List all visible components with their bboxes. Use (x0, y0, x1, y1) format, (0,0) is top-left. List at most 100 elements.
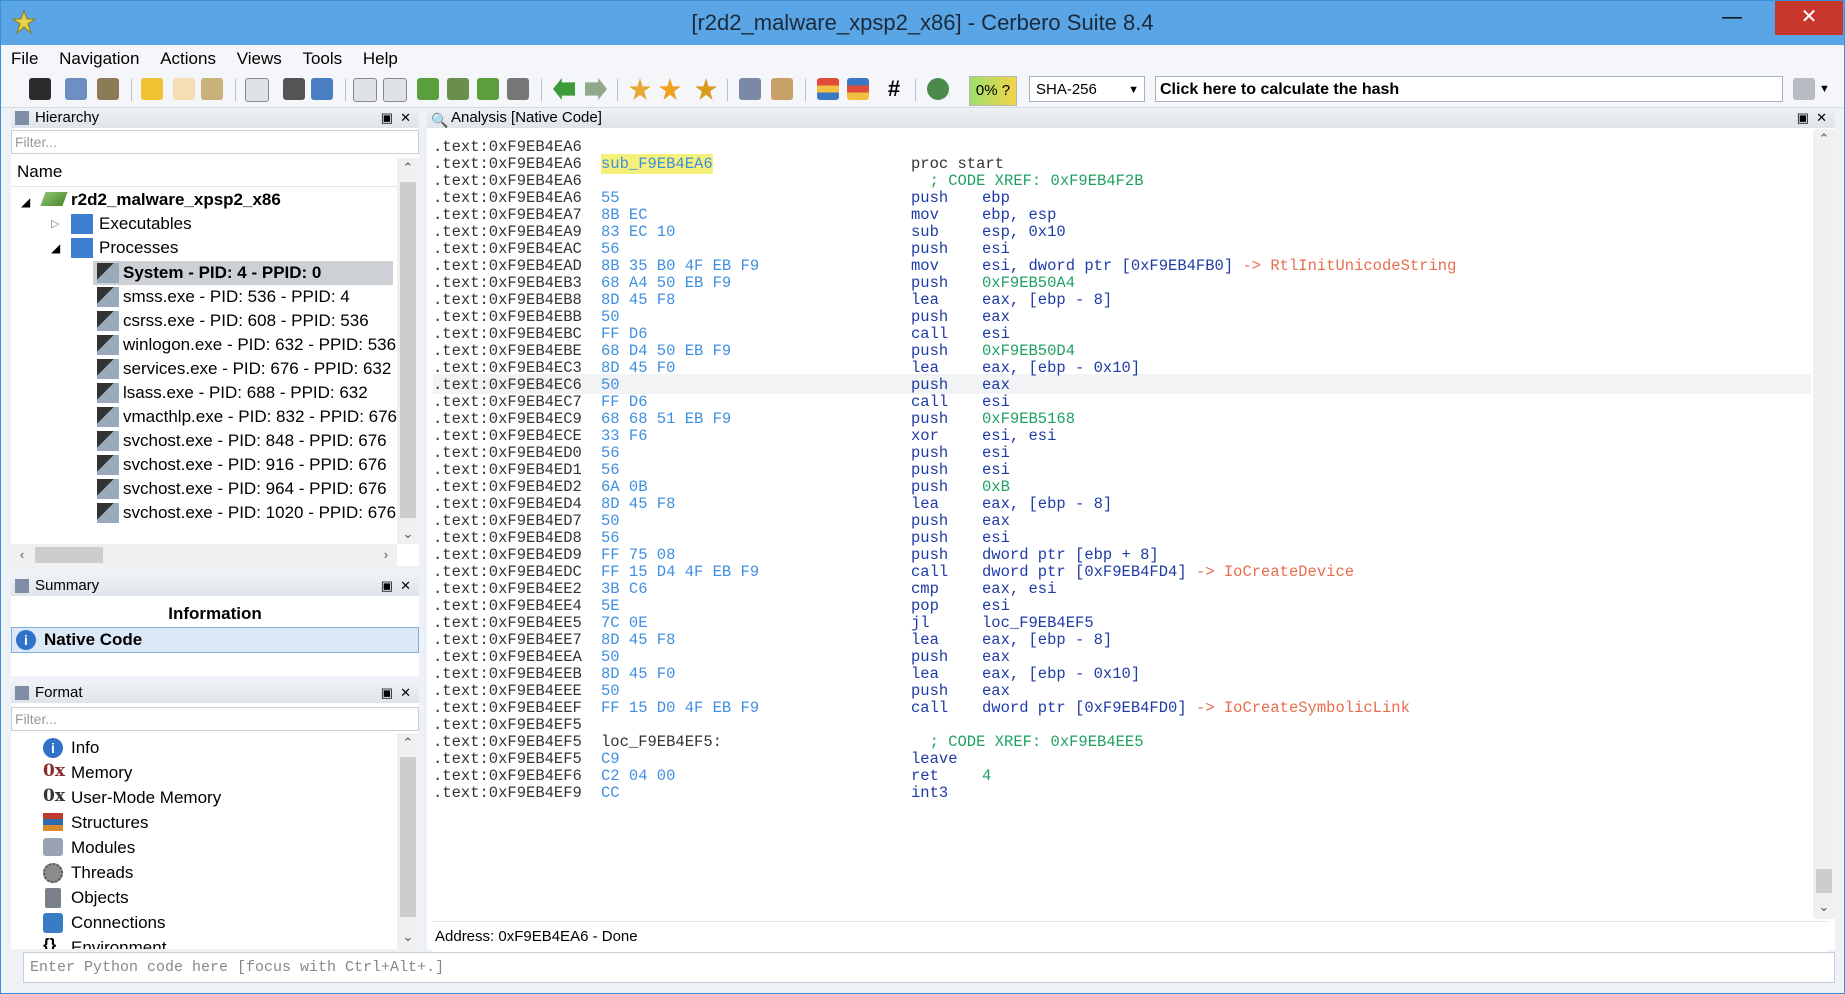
menu-help[interactable]: Help (362, 49, 398, 68)
scroll-up-icon[interactable]: ⌃ (402, 160, 414, 175)
hierarchy-horizontal-scrollbar[interactable]: ‹ › (11, 544, 397, 566)
tools-icon[interactable] (739, 78, 761, 100)
tree-remove-icon[interactable] (507, 78, 529, 100)
color-list-alt-icon[interactable] (847, 78, 869, 100)
open-project-icon[interactable] (65, 78, 87, 100)
close-panel-icon[interactable]: ✕ (400, 685, 411, 700)
menu-actions[interactable]: Actions (160, 49, 216, 68)
process-item[interactable]: svchost.exe - PID: 916 - PPID: 676 (123, 455, 387, 474)
color-list-icon[interactable] (817, 78, 839, 100)
scrollbar-thumb[interactable] (1816, 869, 1832, 893)
minimize-button[interactable]: — (1722, 6, 1742, 28)
scrollbar-thumb[interactable] (400, 757, 416, 917)
tree-item-processes[interactable]: Processes (99, 238, 179, 257)
bookmark-add-icon[interactable] (629, 78, 651, 100)
tree-item-executables[interactable]: Executables (99, 214, 192, 233)
format-item-memory[interactable]: Memory (71, 763, 133, 782)
format-item-connections[interactable]: Connections (71, 913, 166, 932)
window-icon[interactable] (245, 78, 269, 102)
scroll-up-icon[interactable]: ⌃ (1818, 131, 1830, 146)
disassembly-line[interactable]: .text:0xF9EB4EF5 (433, 715, 1803, 735)
save-project-icon[interactable] (97, 78, 119, 100)
tree-up-icon[interactable] (417, 78, 439, 100)
forward-arrow-icon[interactable] (585, 78, 607, 100)
panel-left-icon[interactable] (353, 78, 377, 102)
close-button[interactable]: ✕ (1775, 1, 1843, 35)
new-document-icon[interactable] (173, 78, 195, 100)
tree-root[interactable]: r2d2_malware_xpsp2_x86 (71, 190, 281, 209)
api-reference[interactable]: -> RtlInitUnicodeString (1233, 257, 1457, 275)
tree-search-icon[interactable] (447, 78, 469, 100)
menu-views[interactable]: Views (236, 49, 282, 68)
scrollbar-thumb[interactable] (35, 547, 103, 563)
format-vertical-scrollbar[interactable]: ⌃ ⌄ (397, 733, 419, 949)
disassembly-line[interactable]: .text:0xF9EB4EA6 ; CODE XREF: 0xF9EB4F2B (433, 171, 1803, 191)
hierarchy-filter-input[interactable]: Filter... (11, 130, 419, 154)
bookmark-icon[interactable] (659, 78, 681, 100)
save-icon[interactable] (29, 78, 51, 100)
process-item[interactable]: smss.exe - PID: 536 - PPID: 4 (123, 287, 350, 306)
menu-navigation[interactable]: Navigation (59, 49, 140, 68)
menu-file[interactable]: File (11, 49, 39, 68)
api-reference[interactable]: -> IoCreateDevice (1186, 563, 1355, 581)
name-column-header[interactable]: Name (11, 158, 419, 187)
import-icon[interactable] (201, 78, 223, 100)
format-item-environment[interactable]: Environment (71, 938, 167, 949)
format-item-threads[interactable]: Threads (71, 863, 134, 882)
edit-icon[interactable] (771, 78, 793, 100)
process-item[interactable]: System - PID: 4 - PPID: 0 (123, 263, 322, 282)
disassembly-view[interactable] (427, 129, 1813, 919)
process-item[interactable]: svchost.exe - PID: 964 - PPID: 676 (123, 479, 387, 498)
disk-icon[interactable] (283, 78, 305, 100)
float-panel-icon[interactable]: ▣ (1796, 110, 1809, 125)
float-panel-icon[interactable]: ▣ (380, 578, 393, 593)
scrollbar-thumb[interactable] (400, 182, 416, 518)
process-item[interactable]: lsass.exe - PID: 688 - PPID: 632 (123, 383, 368, 402)
hierarchy-vertical-scrollbar[interactable]: ⌃ ⌄ (397, 158, 419, 544)
python-console-input[interactable]: Enter Python code here [focus with Ctrl+… (23, 952, 1835, 983)
refresh-icon[interactable] (311, 78, 333, 100)
format-item-structures[interactable]: Structures (71, 813, 149, 832)
float-panel-icon[interactable]: ▣ (380, 685, 393, 700)
scroll-down-icon[interactable]: ⌄ (402, 526, 414, 541)
process-item[interactable]: csrss.exe - PID: 608 - PPID: 536 (123, 311, 369, 330)
close-panel-icon[interactable]: ✕ (400, 578, 411, 593)
scroll-up-icon[interactable]: ⌃ (402, 735, 414, 750)
format-filter-input[interactable]: Filter... (11, 707, 419, 731)
copy-icon[interactable] (1793, 78, 1815, 100)
back-arrow-icon[interactable] (553, 78, 575, 100)
bookmark-list-icon[interactable] (695, 78, 717, 100)
scroll-down-icon[interactable]: ⌄ (402, 929, 414, 944)
scroll-down-icon[interactable]: ⌄ (1818, 899, 1830, 914)
process-item[interactable]: vmacthlp.exe - PID: 832 - PPID: 676 (123, 407, 398, 426)
hash-calculate-field[interactable]: Click here to calculate the hash (1155, 76, 1783, 102)
format-item-info[interactable]: Info (71, 738, 100, 757)
analysis-vertical-scrollbar[interactable]: ⌃ ⌄ (1813, 129, 1835, 919)
process-item[interactable]: services.exe - PID: 676 - PPID: 632 (123, 359, 392, 378)
